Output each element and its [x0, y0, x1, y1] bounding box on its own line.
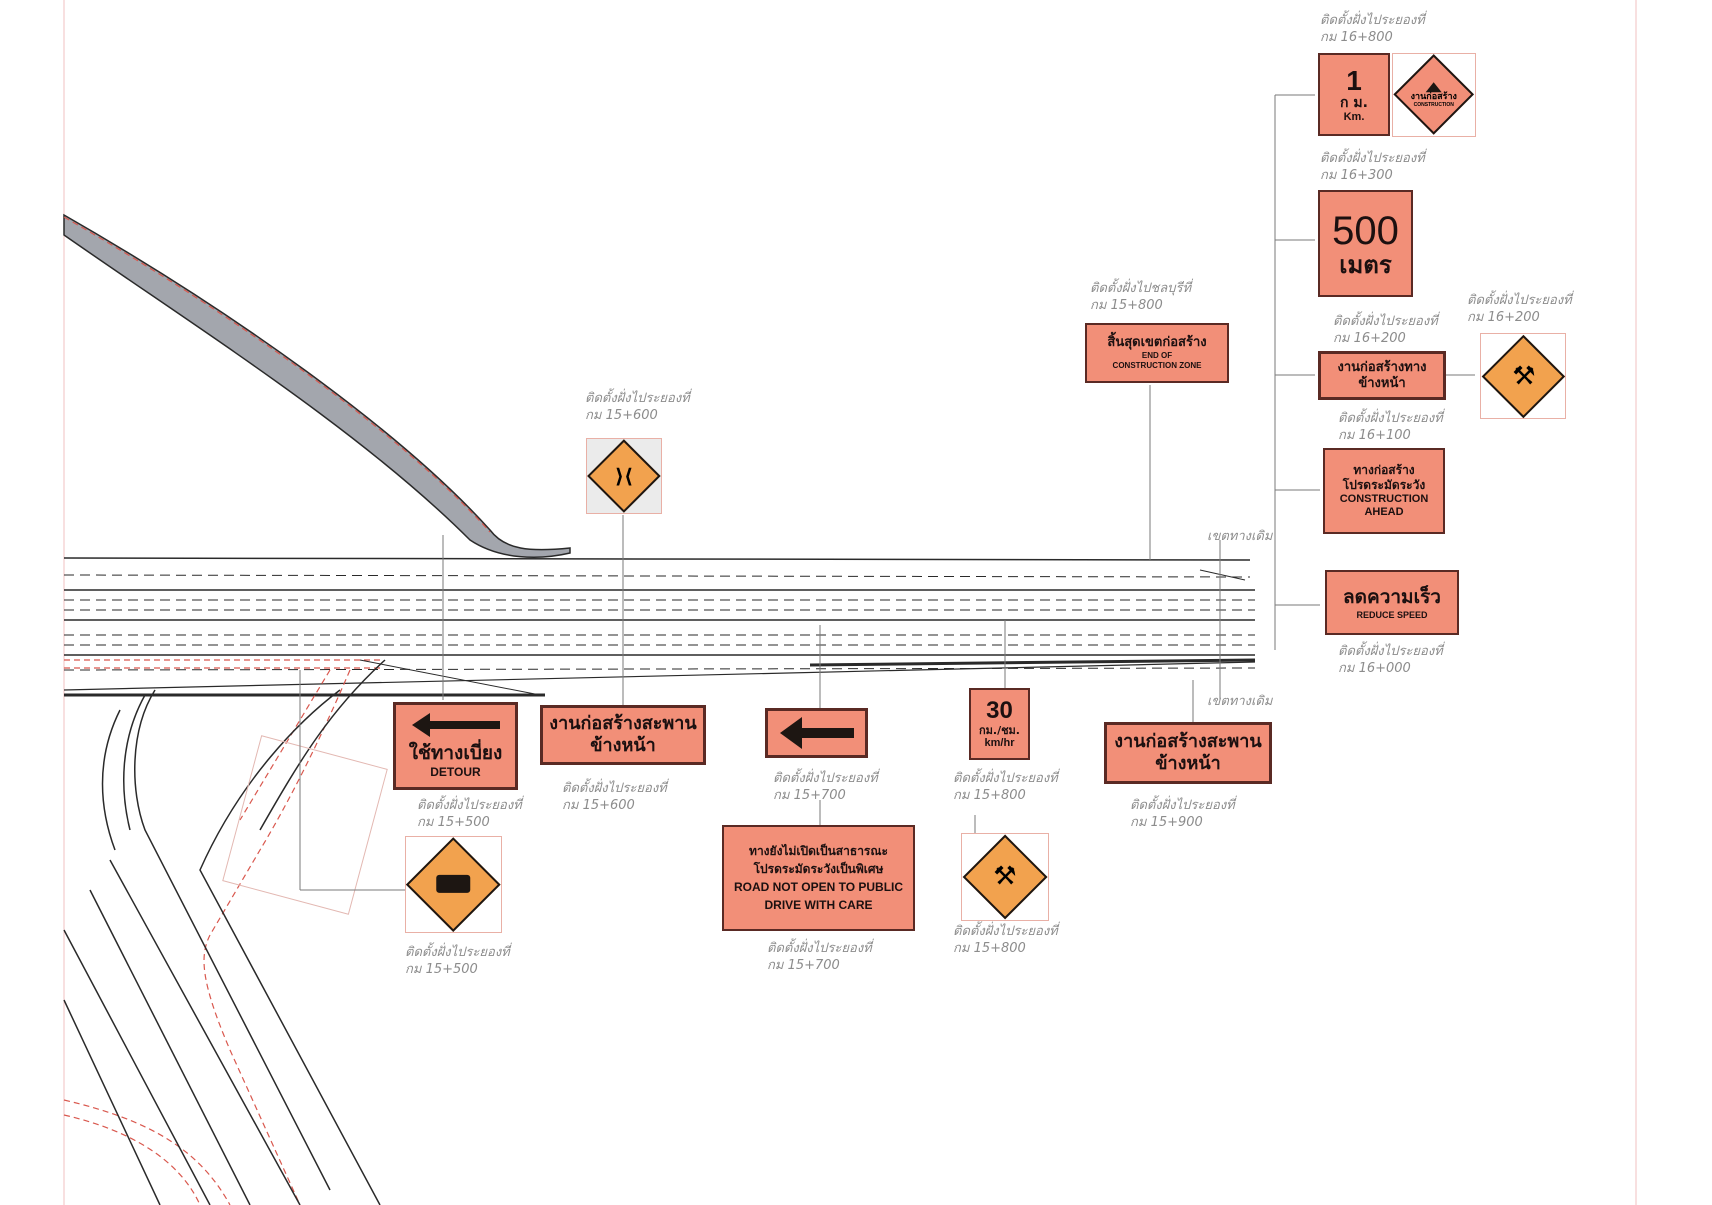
- sign-lane-narrows-diamond: ⟩⟨: [586, 438, 662, 514]
- leader-lines: [299, 94, 1475, 891]
- red-dashed-boundaries: [63, 659, 380, 1205]
- worker-shovel-icon: ⚒: [1511, 360, 1535, 391]
- label-15800b: ติดตั้งฝั่งไประยองที่กม 15+800: [953, 924, 1058, 956]
- label-16200a: ติดตั้งฝั่งไประยองที่กม 16+200: [1333, 314, 1438, 346]
- sign-left-arrow: [765, 708, 868, 758]
- bulldozer-icon: [436, 875, 471, 894]
- left-arrow-icon: [411, 713, 500, 737]
- label-16300: ติดตั้งฝั่งไประยองที่กม 16+300: [1320, 151, 1425, 183]
- label-15700b: ติดตั้งฝั่งไประยองที่กม 15+700: [767, 941, 872, 973]
- sign-worker-diamond-bottom: ⚒: [961, 833, 1049, 921]
- label-15800a: ติดตั้งฝั่งไประยองที่กม 15+800: [953, 771, 1058, 803]
- boundary-label-top: เขตทางเดิม: [1207, 529, 1274, 544]
- up-arrow-icon: [1425, 81, 1442, 92]
- sign-bridge-works-ahead-a: งานก่อสร้างสะพาน ข้างหน้า: [540, 705, 706, 765]
- label-15500b: ติดตั้งฝั่งไประยองที่กม 15+500: [405, 945, 510, 977]
- ramp-surface: [63, 213, 571, 558]
- label-16100: ติดตั้งฝั่งไประยองที่กม 16+100: [1338, 411, 1443, 443]
- sign-one-km: 1 ก ม. Km.: [1318, 53, 1390, 136]
- sign-worker-diamond-right: ⚒: [1480, 333, 1566, 419]
- label-15600-top: ติดตั้งฝั่งไประยองที่กม 15+600: [585, 391, 690, 423]
- sign-reduce-speed: ลดความเร็ว REDUCE SPEED: [1325, 570, 1459, 635]
- ramp-red-edge: [63, 216, 491, 533]
- label-15500a: ติดตั้งฝั่งไประยองที่กม 15+500: [417, 798, 522, 830]
- sign-bulldozer-diamond: [405, 836, 502, 933]
- label-15700a: ติดตั้งฝั่งไประยองที่กม 15+700: [773, 771, 878, 803]
- label-15600b: ติดตั้งฝั่งไประยองที่กม 15+600: [562, 781, 667, 813]
- label-16200b: ติดตั้งฝั่งไประยองที่กม 16+200: [1467, 293, 1572, 325]
- sign-road-not-open: ทางยังไม่เปิดเป็นสาธารณะ โปรดระมัดระวังเ…: [722, 825, 915, 931]
- label-16000: ติดตั้งฝั่งไประยองที่กม 16+000: [1338, 644, 1443, 676]
- sign-500-metres: 500 เมตร: [1318, 190, 1413, 297]
- label-16800: ติดตั้งฝั่งไประยองที่กม 16+800: [1320, 13, 1425, 45]
- left-arrow-icon: [779, 717, 854, 749]
- label-15900: ติดตั้งฝั่งไประยองที่กม 15+900: [1130, 798, 1235, 830]
- road-narrows-icon: ⟩⟨: [614, 463, 634, 488]
- sign-end-construction-zone: สิ้นสุดเขตก่อสร้าง END OF CONSTRUCTION Z…: [1085, 323, 1229, 383]
- sign-bridge-works-ahead-b: งานก่อสร้างสะพาน ข้างหน้า: [1104, 722, 1272, 784]
- boundary-label-bottom: เขตทางเดิม: [1207, 694, 1274, 709]
- side-roads: [63, 659, 541, 1205]
- sign-speed-limit-30: 30 กม./ชม. km/hr: [969, 688, 1030, 760]
- sign-construction-ahead: ทางก่อสร้าง โปรดระมัดระวัง CONSTRUCTION …: [1323, 448, 1445, 534]
- label-15800-chonburi: ติดตั้งฝั่งไปชลบุรีที่กม 15+800: [1090, 281, 1192, 313]
- sign-construction-diamond: งานก่อสร้าง CONSTRUCTION: [1392, 53, 1476, 137]
- sign-road-works-ahead: งานก่อสร้างทาง ข้างหน้า: [1318, 351, 1446, 400]
- sign-detour: ใช้ทางเบี่ยง DETOUR: [393, 702, 518, 790]
- worker-shovel-icon: ⚒: [993, 862, 1017, 892]
- main-road: [63, 557, 1256, 697]
- parcel-outline: [222, 735, 388, 915]
